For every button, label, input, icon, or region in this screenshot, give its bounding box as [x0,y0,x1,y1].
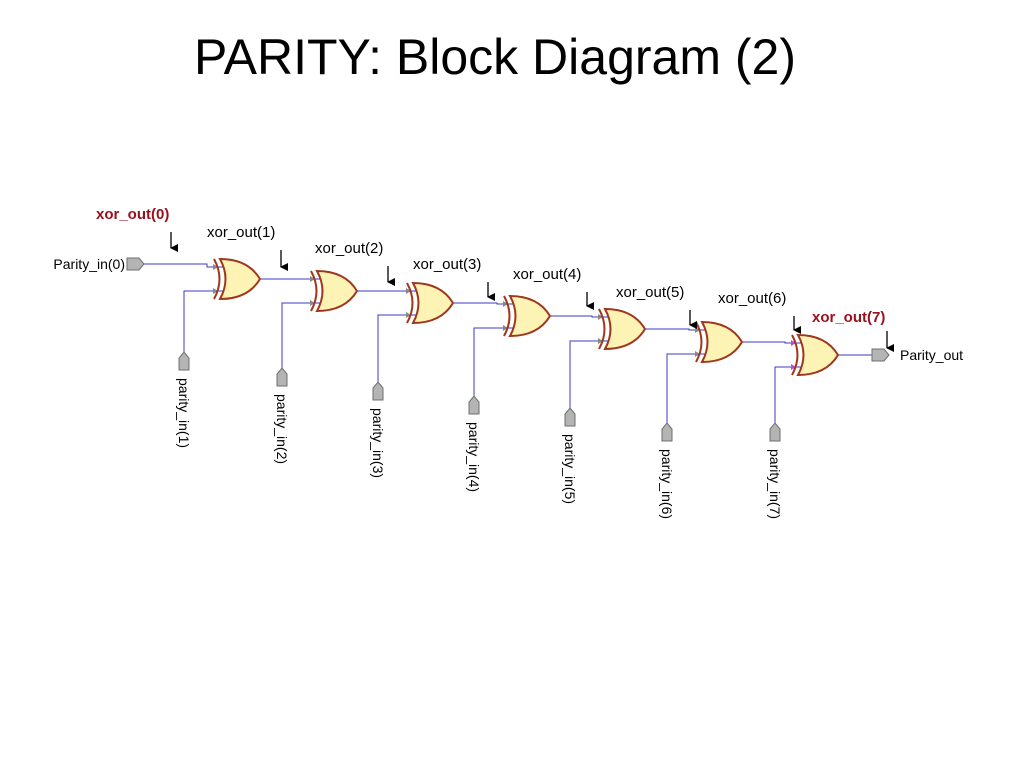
gate-input-marker [598,338,603,344]
gate-input-marker [791,340,796,346]
wire-parity-in-0 [144,263,223,268]
output-port-label: Parity_out [900,347,963,363]
xor-gate-back-curve [598,308,606,350]
xor-gate-3 [411,281,455,325]
input-pin-icon [276,367,288,387]
input-pin-label: parity_in(1) [176,378,192,448]
input-pin-label: parity_in(7) [767,449,783,519]
xor-gate-6 [700,320,744,364]
wire-parity-in-6 [666,353,705,423]
input-pin-label: parity_in(2) [274,394,290,464]
gate-input-marker [213,288,218,294]
xor-gate-back-curve [406,282,414,324]
input-pin-label: parity_in(5) [562,434,578,504]
ports-layer [126,257,890,442]
xor-gate-back-curve [213,258,221,300]
gates-layer [213,257,840,377]
signal-label-xor-out-2: xor_out(2) [315,240,383,257]
signal-label-xor-out-3: xor_out(3) [413,256,481,273]
gate-input-marker [598,314,603,320]
xor-gate-7 [796,333,840,377]
gate-input-marker [213,264,218,270]
input-port-label: Parity_in(0) [53,256,125,272]
signal-label-xor-out-6: xor_out(6) [718,290,786,307]
input-pin-icon [661,422,673,442]
gate-input-marker [791,364,796,370]
gate-input-marker [406,312,411,318]
wire-parity-in-1 [183,290,223,352]
signal-label-xor-out-1: xor_out(1) [207,224,275,241]
xor-gate-back-curve [503,295,511,337]
slide-title: PARITY: Block Diagram (2) [193,29,796,85]
gate-input-marker [695,351,700,357]
wire-parity-in-5 [569,340,608,408]
gate-input-marker [406,288,411,294]
gate-input-marker [310,276,315,282]
signal-label-xor-out-4: xor_out(4) [513,266,581,283]
xor-gate-2 [315,269,359,313]
input-pin-label: parity_in(6) [659,449,675,519]
signal-label-xor-out-5: xor_out(5) [616,284,684,301]
input-port-icon [126,257,145,271]
input-pin-label: parity_in(3) [370,408,386,478]
xor-gate-4 [508,294,552,338]
wire-parity-in-4 [473,327,513,396]
xor-gate-5 [603,307,647,351]
xor-gate-1 [218,257,262,301]
wires-layer [144,263,872,423]
signal-label-xor-out-7: xor_out(7) [812,309,885,326]
labels-layer: Parity_in(0)parity_in(1)parity_in(2)pari… [53,206,963,519]
output-port-icon [871,348,890,362]
input-pin-icon [769,422,781,442]
gate-input-marker [310,300,315,306]
xor-gate-back-curve [695,321,703,363]
input-pin-icon [178,351,190,371]
input-pin-icon [372,381,384,401]
gate-input-marker [503,325,508,331]
input-pin-icon [468,395,480,415]
signal-label-xor-out-0: xor_out(0) [96,206,169,223]
xor-gate-back-curve [791,334,799,376]
gate-input-marker [503,301,508,307]
wire-parity-in-2 [281,302,320,368]
xor-gate-back-curve [310,270,318,312]
input-pin-icon [564,407,576,427]
wire-parity-in-3 [377,314,416,382]
input-pin-label: parity_in(4) [466,422,482,492]
